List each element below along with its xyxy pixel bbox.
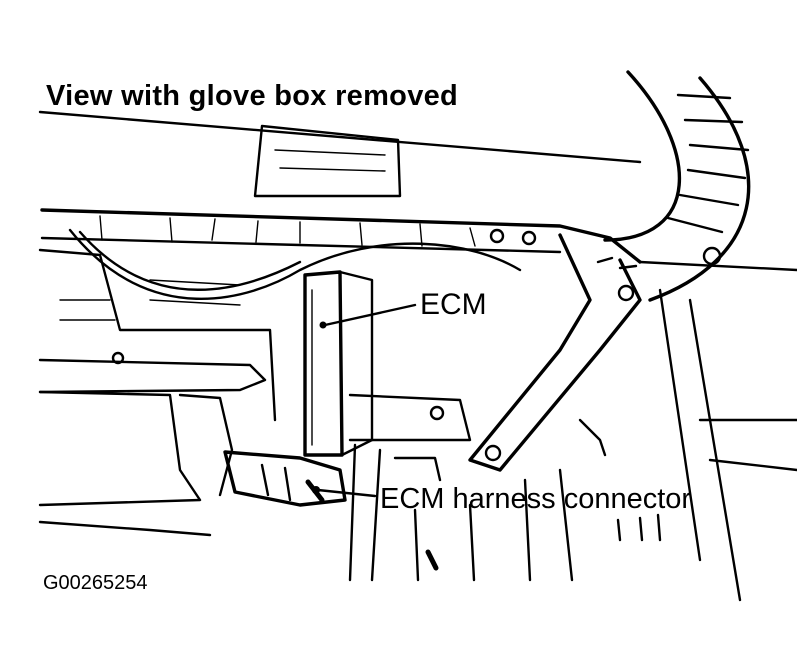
steering-column [603,70,751,302]
cross-member-rail [40,208,797,272]
blower-case [38,248,277,537]
dash-trim-detail [274,149,386,172]
wire-harness [68,228,522,300]
connector-leader-line [316,488,377,498]
figure-id: G00265254 [43,572,148,594]
dash-panel-edge [38,110,642,164]
ecm-unit [303,270,374,457]
dash-trim-panel [253,124,402,198]
support-bracket [468,233,797,602]
wire-harness-outer [78,230,302,291]
ecm-callout-label: ECM [420,288,487,321]
harness-connector [223,450,347,507]
harness-connector-callout-label: ECM harness connector [380,483,692,515]
ecm-leader-line [323,303,417,327]
diagram-title: View with glove box removed [46,80,459,112]
lower-assembly [348,393,662,582]
